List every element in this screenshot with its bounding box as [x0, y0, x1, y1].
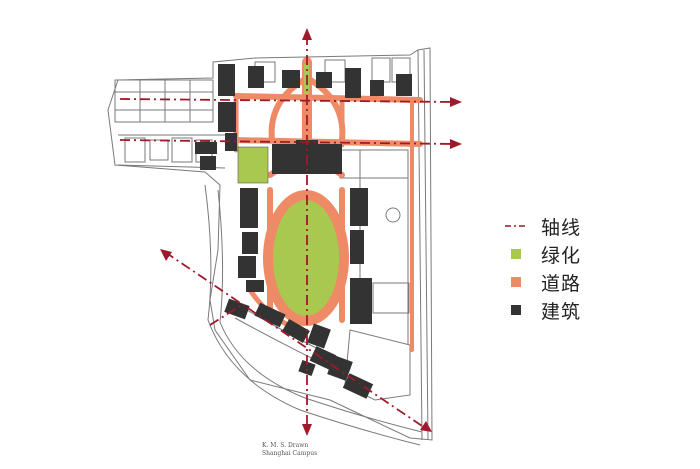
green-swatch-icon [511, 249, 521, 259]
green-lawn [237, 146, 269, 184]
legend-label-building: 建筑 [541, 300, 582, 323]
buildings [195, 64, 412, 399]
legend-item-road: 道路 [505, 268, 635, 296]
building-swatch-icon [511, 305, 521, 315]
road-swatch-icon [511, 277, 521, 287]
legend-label-axis: 轴线 [541, 216, 582, 239]
legend-item-axis: 轴线 [505, 212, 635, 240]
legend-label-road: 道路 [541, 272, 582, 295]
legend-label-green: 绿化 [541, 244, 582, 267]
green-field [273, 200, 339, 316]
map-caption-1: K. M. S. Drawn [262, 442, 309, 449]
map-legend: 轴线 绿化 道路 建筑 [505, 212, 635, 324]
legend-item-green: 绿化 [505, 240, 635, 268]
base-linework [107, 47, 433, 446]
legend-item-building: 建筑 [505, 296, 635, 324]
axis-swatch-icon [505, 225, 527, 227]
axis-lines [119, 35, 456, 429]
axis-arrowheads [160, 28, 462, 436]
map-caption-2: Shanghai Campus [262, 450, 318, 457]
